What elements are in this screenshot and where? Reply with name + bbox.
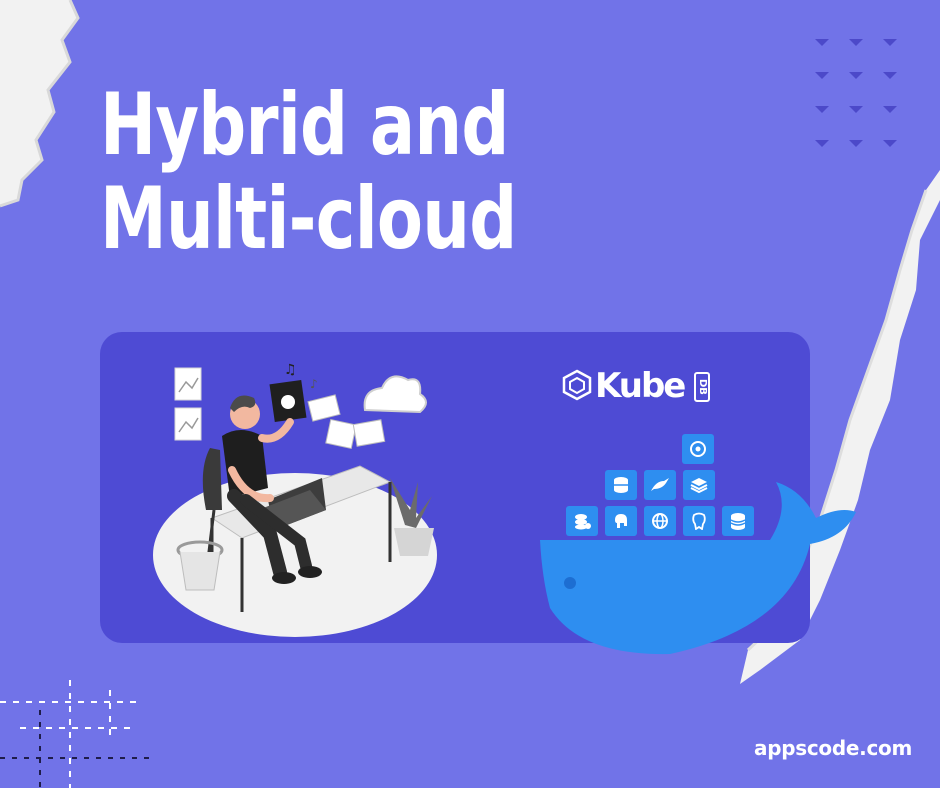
- target-icon: [682, 434, 714, 464]
- person-at-laptop-illustration: ♫ ♪: [153, 362, 437, 637]
- stack-layers-icon: [683, 470, 715, 500]
- website-url: appscode.com: [754, 736, 912, 760]
- svg-text:♪: ♪: [310, 377, 318, 391]
- kubedb-cube-icon: [562, 369, 592, 401]
- postgres-icon: [683, 506, 715, 536]
- headline-line-1: Hybrid and: [100, 75, 509, 175]
- kubedb-logo-badge: DB: [694, 372, 710, 402]
- kubedb-logo-text: Kube: [595, 366, 686, 406]
- mysql-dolphin-icon: [644, 470, 676, 500]
- elephant-icon: [605, 506, 637, 536]
- headline-line-2: Multi-cloud: [100, 169, 517, 269]
- db-cylinder-icon: [722, 506, 754, 536]
- database-cube-icon: [605, 470, 637, 500]
- whale-ship-icon: [540, 482, 856, 655]
- globe-icon: [644, 506, 676, 536]
- triangle-pattern-decoration: [815, 39, 897, 147]
- headline: Hybrid and Multi-cloud: [100, 75, 517, 269]
- redis-icon: [566, 506, 598, 536]
- dashed-lines-decoration: [0, 680, 150, 788]
- svg-text:♫: ♫: [284, 362, 297, 378]
- torn-paper-left-decoration: [0, 0, 80, 208]
